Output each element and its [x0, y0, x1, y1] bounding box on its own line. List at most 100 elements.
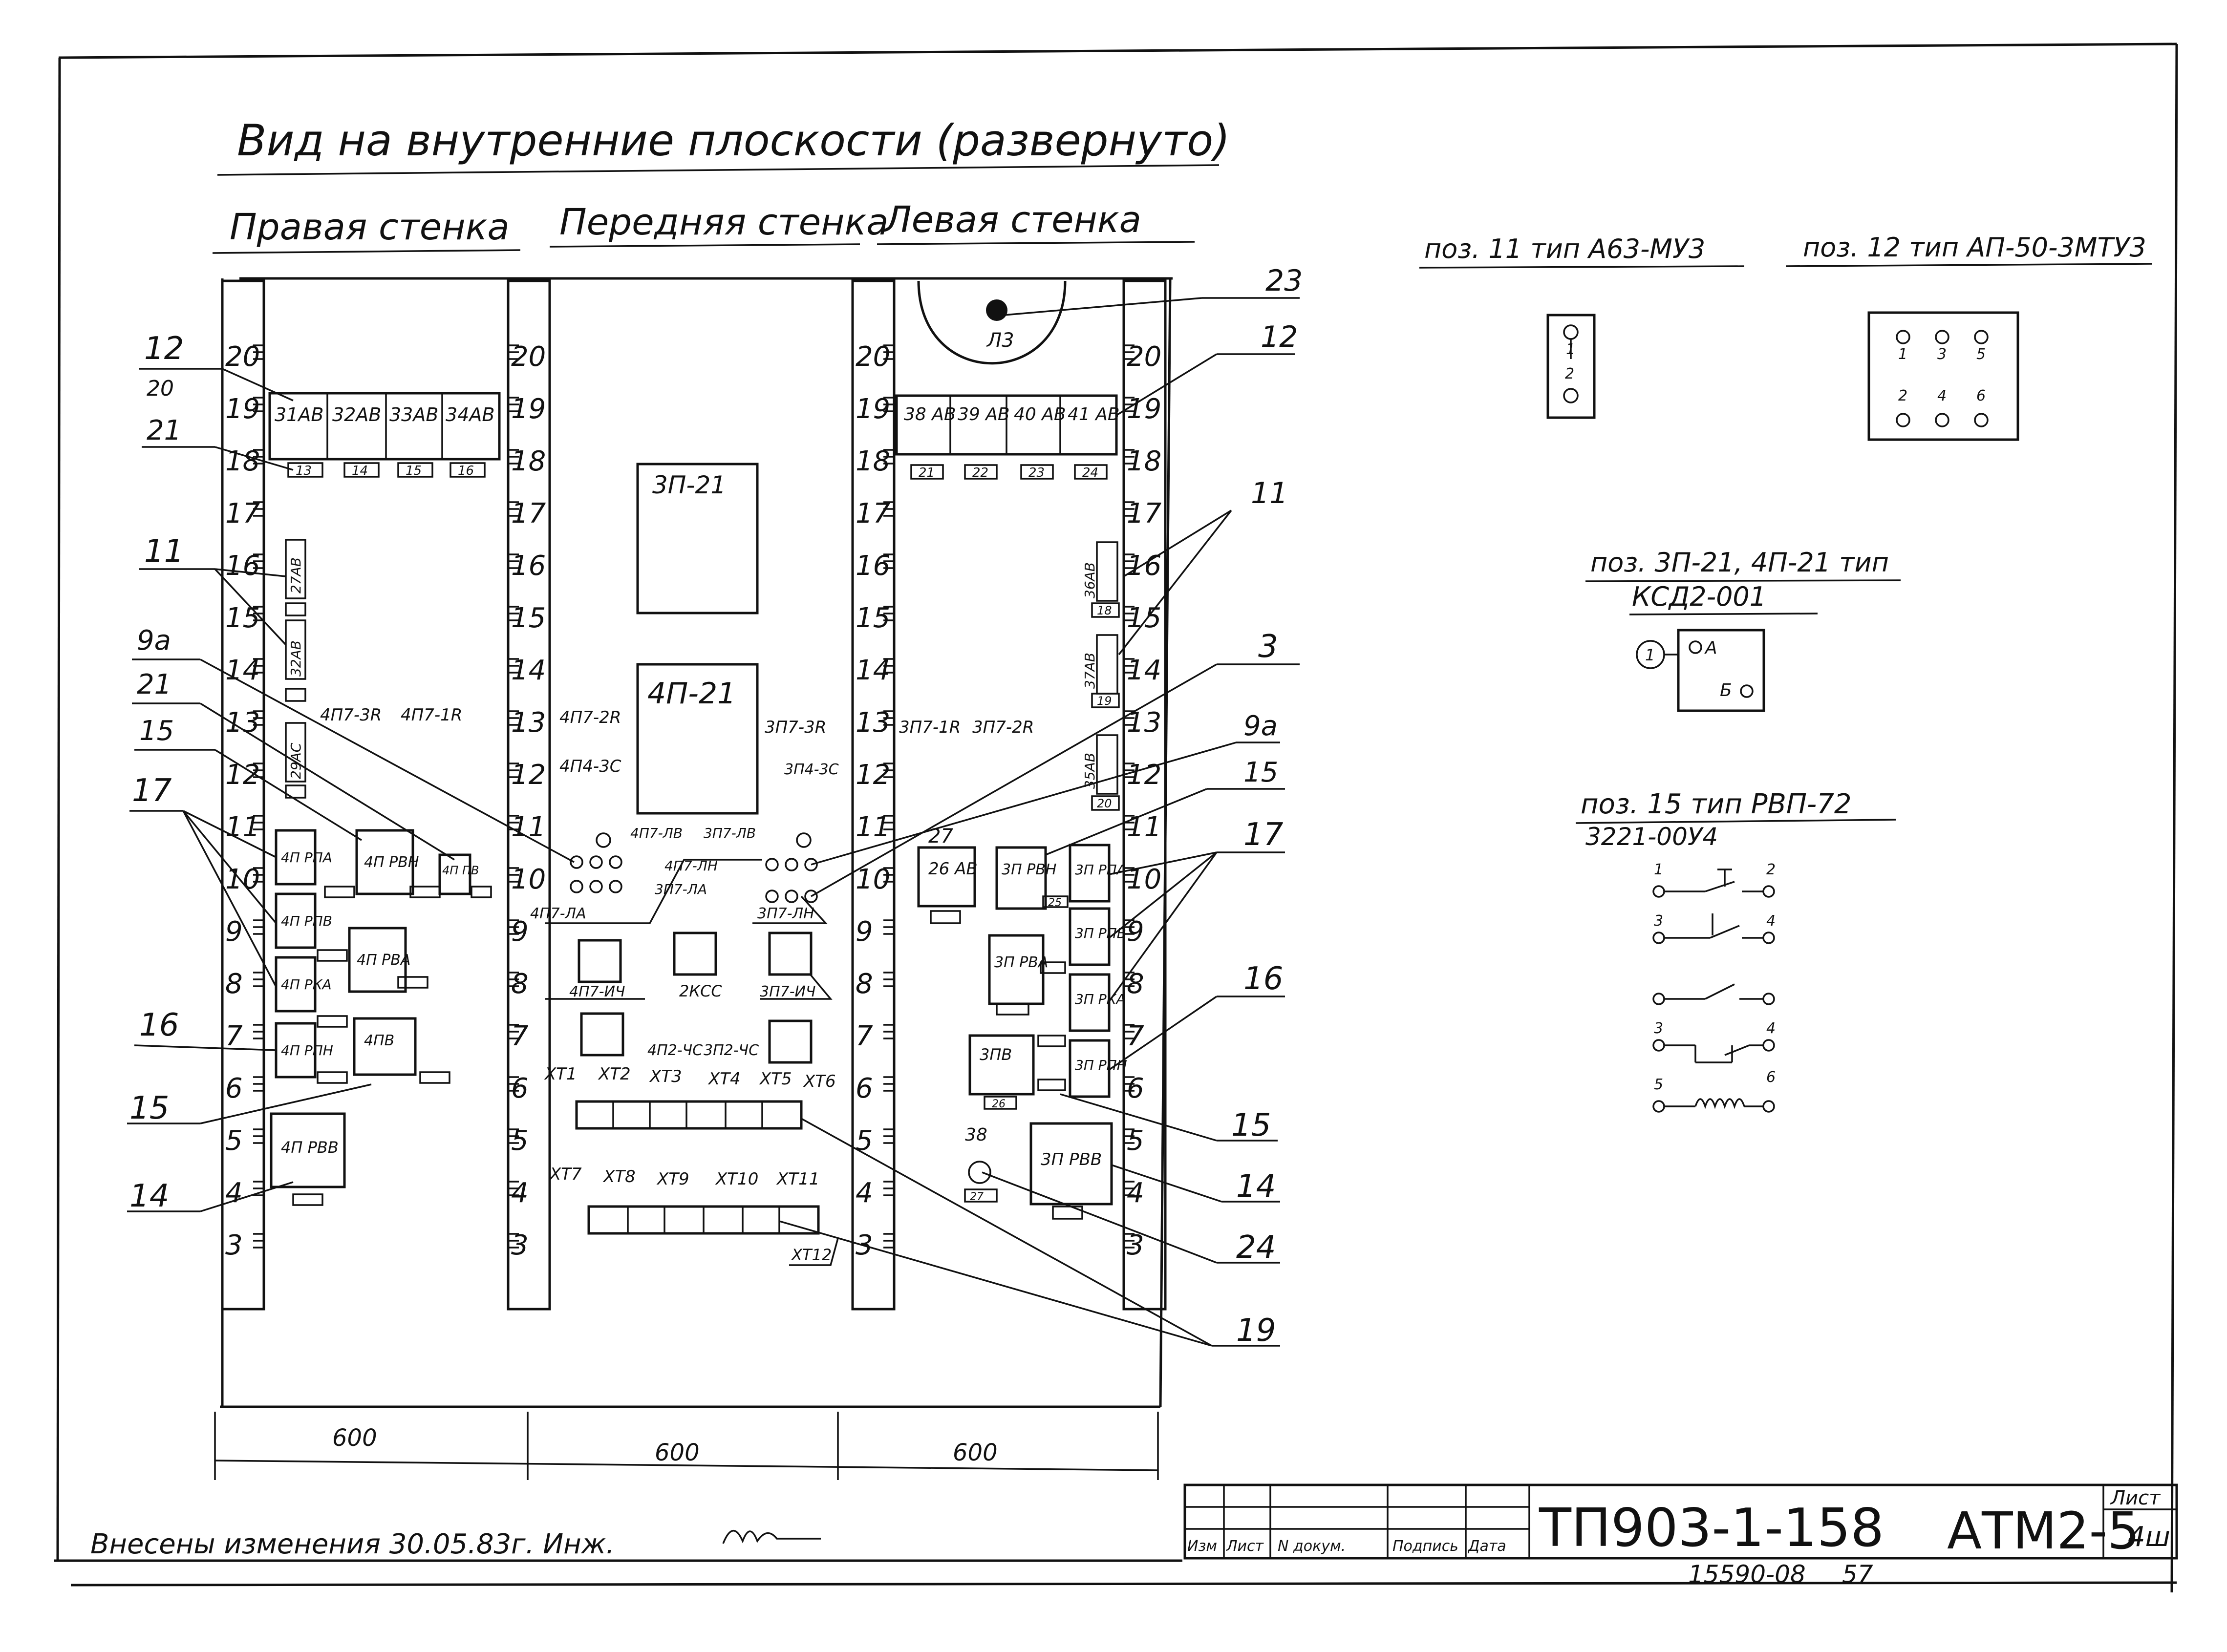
relay-rvn: 3П РВН	[1002, 861, 1056, 878]
label: 3П2-ЧС	[704, 1042, 759, 1059]
frame-top	[58, 42, 2177, 59]
frame-right	[2170, 43, 2178, 1593]
side-block-label: 37АВ	[1082, 653, 1098, 689]
callout-12: 12	[144, 331, 184, 367]
scale-number: 20	[225, 341, 260, 373]
pin-label: 1	[1898, 346, 1907, 363]
side-block-label: 29АС	[288, 742, 304, 779]
relay-rka: 3П РКА	[1075, 991, 1126, 1007]
callout-15c: 15	[1243, 757, 1278, 788]
scale-number: 19	[856, 393, 890, 425]
scale-number: 20	[511, 341, 546, 373]
side-term-label: 19	[1097, 694, 1112, 708]
terminal-label: 23	[1028, 466, 1045, 480]
pin-label: 4	[1766, 912, 1776, 930]
pos12-title: поз. 12 тип АП-50-3МТУ3	[1803, 232, 2146, 263]
callout-11: 11	[144, 533, 184, 570]
callout-12b: 12	[1261, 320, 1298, 354]
scale-number: 8	[511, 968, 529, 1000]
strip-right-wall-inner	[507, 279, 551, 1311]
callout-17: 17	[132, 773, 172, 809]
callout-21b: 21	[137, 669, 171, 700]
callout-21: 21	[147, 415, 181, 446]
scale-number: 18	[1127, 445, 1161, 477]
relay-rpn: 3П РПН	[1075, 1057, 1127, 1073]
pos15-type: 3221-00У4	[1585, 823, 1718, 851]
scale-number: 4	[856, 1177, 873, 1209]
callout-20: 20	[147, 376, 174, 401]
label: 3П7-ЛА	[655, 881, 707, 897]
pos3-type: КСД2-001	[1632, 581, 1766, 612]
pos11-breaker	[1546, 314, 1596, 419]
pin-label: 3	[1937, 346, 1947, 363]
scale-number: 11	[225, 811, 260, 843]
dim-600-front: 600	[655, 1439, 700, 1466]
terminal-row: 13 14 15 16	[287, 462, 486, 478]
scale-number: 3	[225, 1229, 243, 1261]
dimension-lines: 600 600 600	[214, 1412, 1159, 1480]
scale-number: 14	[511, 655, 546, 686]
pos3-title: поз. 3П-21, 4П-21 тип	[1590, 547, 1889, 578]
scale-number: 17	[225, 498, 260, 529]
side-block-label: 32АВ	[288, 640, 304, 677]
callout-17b: 17	[1243, 817, 1284, 853]
scale-number: 15	[511, 602, 546, 634]
breaker-41: 41 АВ	[1068, 404, 1120, 424]
scale-number: 16	[1127, 550, 1161, 582]
scale-number: 19	[511, 393, 546, 425]
scale-number: 20	[1127, 341, 1161, 373]
relay-rpv: 4П РПВ	[281, 913, 332, 929]
breaker-33: 33АВ	[389, 404, 438, 425]
label: 4П7-ЛВ	[630, 825, 683, 841]
tb-header-date: Дата	[1467, 1538, 1506, 1555]
term-25: 25	[1048, 897, 1062, 909]
scale-number: 18	[856, 445, 890, 477]
front-labels: 4П7-3R 4П7-1R 4П7-2R 4П4-3С 4П7-ЛВ 3П7-Л…	[320, 705, 1034, 1059]
tb-header-doc: N докум.	[1278, 1538, 1346, 1555]
callout-14b: 14	[1236, 1168, 1276, 1205]
scale-number: 6	[225, 1073, 243, 1104]
scale-number: 12	[511, 759, 546, 791]
breaker-block	[895, 394, 1118, 456]
tb-archive-number-2: 57	[1842, 1560, 1873, 1588]
relay-rva: 3П РВА	[994, 954, 1048, 971]
relay-rvv: 4П РВВ	[281, 1138, 339, 1157]
scale-number: 17	[1127, 498, 1162, 529]
relay-column: 4П РПА 4П РПВ 4П РКА 4П РПН 4П РВН 4П РВ…	[270, 829, 492, 1206]
scale-number: 14	[1127, 655, 1161, 686]
pin-label: 1	[1566, 341, 1575, 358]
scale-number: 11	[1127, 811, 1161, 843]
label: 4П7-ИЧ	[569, 983, 625, 1000]
xt-label: ХТ1	[544, 1064, 577, 1084]
label: 2КСС	[679, 982, 722, 1000]
tb-sheet-number: 4ш	[2128, 1521, 2170, 1553]
side-block-label: 27АВ	[288, 557, 304, 593]
frame-bottom-outer	[70, 1581, 2177, 1587]
callout-16: 16	[139, 1007, 179, 1043]
scale-number: 5	[856, 1125, 873, 1157]
drawing-title: Вид на внутренние плоскости (развернуто)	[237, 115, 1230, 166]
pin-label: 4	[1937, 387, 1947, 404]
revision-note: Внесены изменения 30.05.83г. Инж.	[90, 1528, 615, 1560]
scale-number: 18	[511, 445, 546, 477]
scale-number: 7	[856, 1020, 873, 1052]
terminal-label: 14	[352, 464, 368, 478]
pin-label: 6	[1976, 387, 1986, 404]
callouts: 12 20 21 11 9а 21 15 17 16 15 14 23 12 1…	[127, 264, 1303, 1349]
relay-rvn: 4П РВН	[364, 854, 419, 871]
label: 4П7-ЛА	[530, 905, 586, 922]
xt-label: ХТ2	[598, 1064, 631, 1084]
scale-number: 20	[856, 341, 890, 373]
right-wall: 31АВ 32АВ 33АВ 34АВ 13 14 15 16 27АВ 32А…	[268, 392, 501, 1206]
scale-number: 4	[1127, 1177, 1144, 1209]
scale-number: 18	[225, 445, 260, 477]
scale-number: 19	[225, 393, 260, 425]
element-38	[968, 1161, 991, 1184]
av26-label: 26 АВ	[928, 859, 978, 879]
pin-label: 5	[1976, 346, 1986, 363]
relay-rpn: 4П РПН	[281, 1042, 333, 1059]
xt-label: ХТ5	[759, 1069, 792, 1089]
scale-number: 17	[856, 498, 891, 529]
xt-label: ХТ7	[549, 1165, 582, 1184]
callout-24: 24	[1236, 1229, 1276, 1266]
